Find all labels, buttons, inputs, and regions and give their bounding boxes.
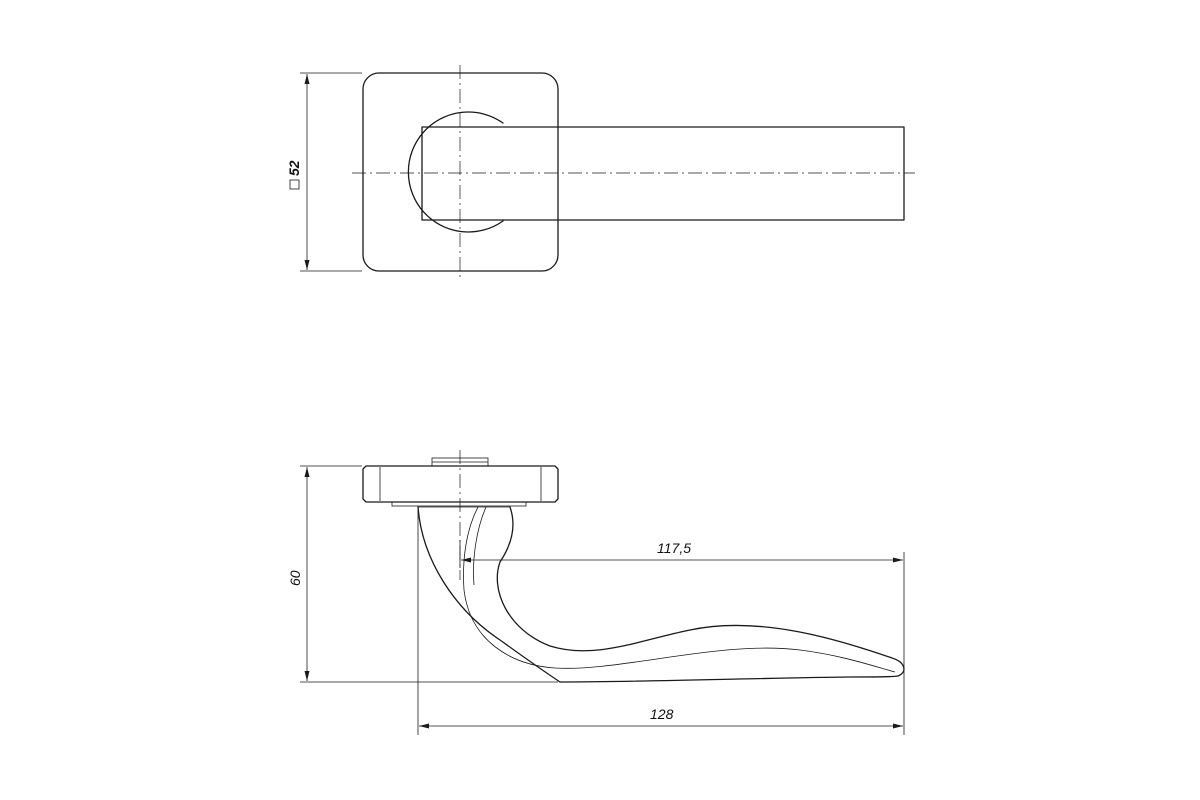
rose-boss-arc xyxy=(407,111,504,233)
lever-neck-outer xyxy=(417,506,561,683)
lever-lower-edge xyxy=(559,675,899,683)
lever-neck-contour xyxy=(463,506,896,673)
rose-plate-outline xyxy=(362,72,559,272)
dim-117-label: 117,5 xyxy=(657,540,691,556)
dim-60-label: 60 xyxy=(287,570,303,586)
lever-top-outline xyxy=(421,126,905,221)
top-view: 52 xyxy=(286,65,915,280)
dim-52-label-group: 52 xyxy=(286,160,302,190)
side-view: 60 117,5 128 xyxy=(287,450,905,735)
lever-upper-edge xyxy=(496,506,905,677)
dim-128-label: 128 xyxy=(650,706,674,722)
dim-52-label: 52 xyxy=(286,160,302,176)
rose-base-ring xyxy=(391,501,527,507)
rose-profile xyxy=(362,465,559,503)
lever-neck-contour-2 xyxy=(473,506,487,586)
square-symbol xyxy=(289,179,300,190)
